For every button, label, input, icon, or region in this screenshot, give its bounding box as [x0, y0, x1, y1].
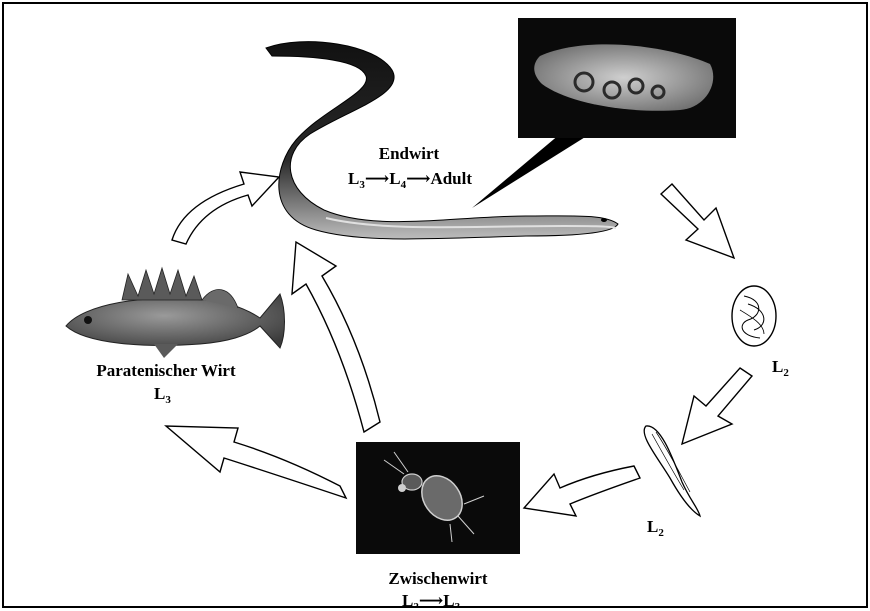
cycle-arrow-larva-to-copepod: [524, 466, 640, 516]
cycle-arrow-copepod-to-eel: [292, 242, 380, 432]
zwischenwirt-stage-sequence: L2⟶L3: [402, 591, 461, 606]
cycle-arrow-copepod-to-fish: [166, 426, 346, 498]
ruffe-fish-icon: [66, 268, 285, 358]
copepod-photo-icon: [356, 442, 520, 554]
paratenischer-wirt-label: Paratenischer Wirt: [96, 361, 236, 380]
zwischenwirt-label: Zwischenwirt: [388, 569, 488, 588]
endwirt-stage-sequence: L3⟶L4⟶Adult: [348, 169, 472, 191]
egg-with-larva-icon: [732, 286, 776, 346]
cycle-arrow-fish-to-eel: [172, 172, 279, 244]
cycle-arrow-eel-to-egg: [661, 184, 734, 258]
callout-pointer: [472, 134, 590, 208]
life-cycle-diagram: Endwirt L3⟶L4⟶Adult L2 L2 Zwischenwirt L…: [4, 4, 866, 606]
paratenischer-stage: L3: [154, 384, 171, 406]
egg-larva-label: L2: [772, 357, 789, 379]
cycle-arrow-egg-to-larva: [682, 368, 752, 444]
free-larva-label: L2: [647, 517, 664, 539]
endwirt-label: Endwirt: [379, 144, 440, 163]
swim-bladder-inset-icon: [518, 18, 736, 138]
